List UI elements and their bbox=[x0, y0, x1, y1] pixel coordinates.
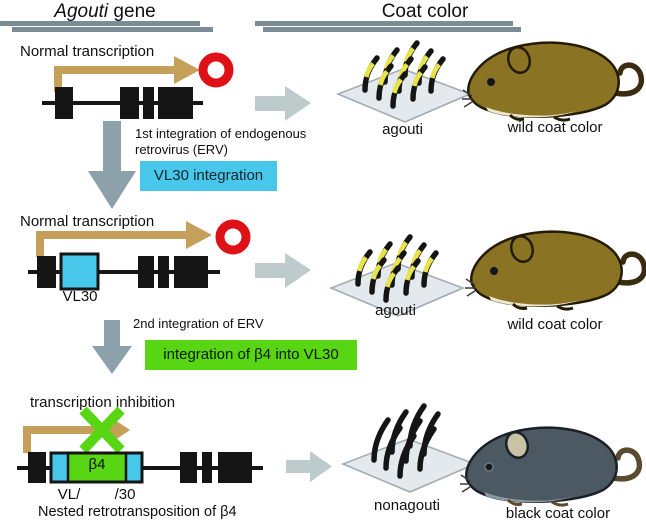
transcription-arrow-icon bbox=[36, 231, 186, 257]
transcription-arrowhead-icon bbox=[112, 418, 130, 442]
stage2-hair-label: agouti bbox=[375, 302, 416, 319]
transcription-arrow-icon bbox=[54, 66, 174, 92]
exon-box bbox=[37, 256, 56, 288]
right-arrow-icon bbox=[255, 86, 311, 121]
black-mouse-illustration bbox=[460, 426, 643, 507]
vl30-insert-box bbox=[59, 252, 100, 291]
protein-ring-icon bbox=[215, 219, 251, 255]
vl30-integration-box: VL30 integration bbox=[140, 161, 277, 191]
wild-mouse-illustration bbox=[465, 230, 646, 311]
vl-right-label: /30 bbox=[114, 486, 136, 503]
right-arrow-icon bbox=[286, 451, 332, 482]
inhibition-cross-icon bbox=[79, 406, 125, 454]
right-header-bar-bottom bbox=[263, 27, 521, 32]
stage1-transcription-label: Normal transcription bbox=[20, 43, 155, 60]
stage3-hair-label: nonagouti bbox=[374, 497, 440, 514]
stage3-gene-diagram bbox=[17, 406, 263, 484]
stage2-transcription-label: Normal transcription bbox=[20, 213, 155, 230]
wild-mouse-illustration bbox=[462, 41, 645, 122]
right-header-bar-top bbox=[255, 21, 513, 26]
right-arrow-icon bbox=[255, 253, 311, 288]
stage2-gene-diagram bbox=[28, 219, 251, 291]
exon-box bbox=[143, 87, 154, 119]
transcription-arrowhead-icon bbox=[174, 56, 200, 84]
down-arrow-icon bbox=[92, 320, 132, 374]
b4-integration-box: integration of β4 into VL30 bbox=[145, 340, 357, 370]
agouti-hair-patch-icon bbox=[328, 218, 466, 317]
transcription-arrowhead-icon bbox=[186, 221, 212, 249]
exon-box bbox=[138, 256, 154, 288]
stage3-transcription-label: transcription inhibition bbox=[30, 394, 176, 411]
left-header-bar-bottom bbox=[12, 27, 213, 32]
left-title-rest: gene bbox=[108, 1, 156, 22]
exon-box bbox=[158, 256, 169, 288]
protein-ring-icon bbox=[198, 52, 234, 88]
transition1-caption: 1st integration of endogenous retrovirus… bbox=[135, 126, 306, 158]
transition2-caption: 2nd integration of ERV bbox=[133, 316, 264, 331]
stage1-hair-label: agouti bbox=[382, 121, 423, 138]
transition1-caption-line1: 1st integration of endogenous bbox=[135, 126, 307, 141]
exon-box bbox=[158, 87, 193, 119]
b4-insert-box bbox=[68, 453, 126, 482]
exon-box bbox=[28, 452, 46, 483]
vl-left-label: VL/ bbox=[57, 486, 81, 503]
exon-box bbox=[174, 256, 208, 288]
transition1-caption-line2: retrovirus (ERV) bbox=[135, 142, 228, 157]
exon-box bbox=[120, 87, 139, 119]
stage1-mouse-label: wild coat color bbox=[507, 119, 603, 136]
left-column-title: Agouti gene bbox=[25, 1, 185, 23]
stage2-mouse-label: wild coat color bbox=[507, 316, 603, 333]
nonagouti-hair-patch-icon bbox=[340, 394, 478, 493]
exon-box bbox=[202, 452, 212, 483]
left-title-italic: Agouti bbox=[54, 1, 109, 22]
b4-insert-label: β4 bbox=[88, 456, 106, 473]
right-column-title: Coat color bbox=[381, 1, 469, 22]
stage3-mouse-label: black coat color bbox=[505, 505, 611, 522]
left-header-bar-top bbox=[0, 21, 200, 26]
nested-retrotransposition-note: Nested retrotransposition of β4 bbox=[38, 504, 237, 520]
exon-box bbox=[218, 452, 252, 483]
down-arrow-icon bbox=[88, 121, 136, 209]
vl30-insert-label: VL30 bbox=[62, 288, 98, 305]
exon-box bbox=[180, 452, 197, 483]
stage1-gene-diagram bbox=[42, 52, 234, 119]
insert-outline bbox=[49, 451, 144, 484]
exon-box bbox=[55, 87, 73, 119]
agouti-hair-patch-icon bbox=[335, 24, 473, 123]
transcription-arrow-icon bbox=[23, 426, 112, 453]
